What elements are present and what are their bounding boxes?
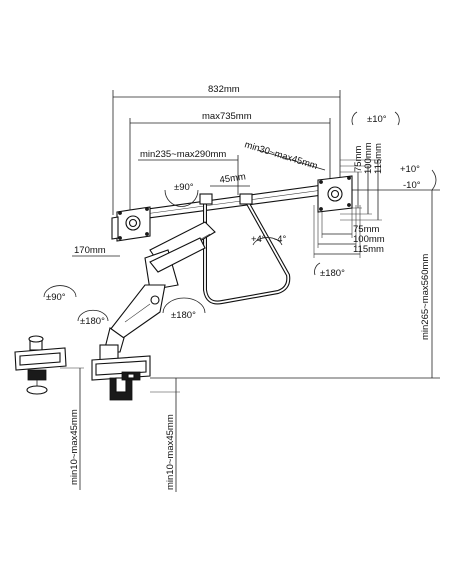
label-clamp-thickness-1: min10~max45mm xyxy=(69,409,80,485)
label-base-90: ±90° xyxy=(46,292,66,303)
dimension-lines xyxy=(60,90,440,492)
label-left-90: ±90° xyxy=(174,182,194,193)
label-vesa-115-vert: 115mm xyxy=(373,143,384,174)
lower-arm xyxy=(103,284,166,353)
label-tilt-plus: +10° xyxy=(400,164,420,175)
label-tilt-top: ±10° xyxy=(367,114,387,125)
handle xyxy=(199,193,291,305)
angle-labels: ±10° +10° -10° +4° -4° ±180° ±90° ±90° ±… xyxy=(46,114,421,327)
label-joint-180: ±180° xyxy=(171,310,196,321)
label-arm-height: 170mm xyxy=(74,245,106,256)
upper-arm xyxy=(144,221,216,291)
label-swivel-monitor: ±180° xyxy=(320,268,345,279)
rotation-arrows xyxy=(43,111,437,322)
label-arm-extension: min30~max45mm xyxy=(243,139,319,172)
left-vesa-plate xyxy=(111,206,151,242)
label-offset: 45mm xyxy=(219,171,247,186)
label-rotate-plus: +4° xyxy=(251,234,266,245)
label-height-range: min265~max560mm xyxy=(420,254,431,340)
base-clamp xyxy=(91,344,151,401)
crossbar xyxy=(117,181,346,223)
right-vesa-plate xyxy=(317,175,353,213)
label-vesa-75-horiz: 75mm xyxy=(353,224,379,235)
detached-clamp xyxy=(14,335,67,395)
label-arm-range: min235~max290mm xyxy=(140,149,226,160)
label-base-180: ±180° xyxy=(80,316,105,327)
label-vesa-100-vert: 100mm xyxy=(363,142,374,174)
label-vesa-115-horiz: 115mm xyxy=(353,244,384,255)
label-clamp-thickness-2: min10~max45mm xyxy=(165,414,176,490)
label-max-width: max735mm xyxy=(202,111,252,122)
label-tilt-minus: -10° xyxy=(403,180,421,191)
label-vesa-75-vert: 75mm xyxy=(353,146,364,172)
dimension-labels: 832mm max735mm min235~max290mm min30~max… xyxy=(69,84,431,490)
label-total-width: 832mm xyxy=(208,84,240,95)
label-vesa-100-horiz: 100mm xyxy=(353,234,385,245)
label-rotate-minus: -4° xyxy=(274,234,286,245)
